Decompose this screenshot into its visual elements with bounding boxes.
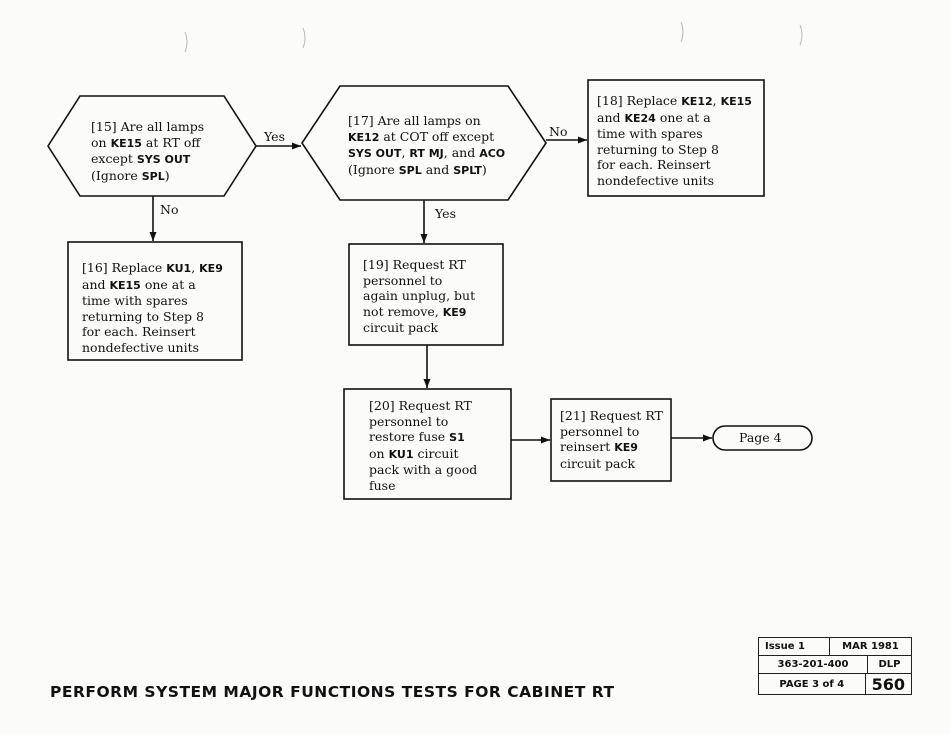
- title-block: Issue 1 MAR 1981 363-201-400 DLP PAGE 3 …: [758, 637, 912, 695]
- step-21-text: [21] Request RT personnel to reinsert KE…: [560, 408, 663, 471]
- step-text-segment: ): [481, 161, 487, 177]
- page-title: PERFORM SYSTEM MAJOR FUNCTIONS TESTS FOR…: [50, 683, 615, 701]
- page-number: PAGE 3 of 4: [759, 674, 866, 694]
- equipment-code: KE15: [720, 95, 752, 108]
- binder-mark: [680, 21, 684, 43]
- step-text-segment: at RT off except: [91, 134, 201, 167]
- step-text-segment: and: [82, 276, 106, 292]
- step-text-segment: circuit pack: [560, 455, 636, 471]
- issue-date: MAR 1981: [842, 641, 899, 652]
- page-4-terminator-label: Page 4: [739, 430, 782, 445]
- equipment-code: SYS OUT: [348, 147, 402, 160]
- equipment-code: KE15: [109, 278, 141, 292]
- equipment-code: SYS OUT: [136, 153, 191, 166]
- step-16-box: [67, 241, 243, 361]
- step-text-segment: Request RT personnel to restore fuse: [369, 398, 472, 444]
- equipment-code: KU1: [166, 262, 192, 275]
- step-text-segment: circuit pack: [363, 320, 439, 335]
- step-18-text: [18] Replace KE12, KE15 and KE24 one at …: [597, 93, 752, 188]
- step-text-segment: Request RT personnel to again unplug, bu…: [363, 257, 476, 319]
- no-label-15: No: [160, 202, 179, 217]
- step-number: [21]: [560, 408, 586, 423]
- step-17-text: [17] Are all lamps on KE12 at COT off ex…: [348, 113, 505, 178]
- equipment-code: KE9: [442, 305, 467, 319]
- binder-mark: [799, 24, 803, 46]
- step-text-segment: Replace: [107, 260, 167, 275]
- step-text-segment: one at a time with spares returning to S…: [82, 276, 204, 355]
- step-number: [17]: [348, 113, 374, 128]
- step-text-segment: one at a time with spares returning to S…: [597, 109, 719, 188]
- step-text-segment: ): [164, 167, 170, 183]
- equipment-code: KE12: [348, 130, 380, 144]
- binder-mark: [184, 31, 188, 53]
- step-15-text: [15] Are all lamps on KE15 at RT off exc…: [91, 119, 204, 184]
- step-text-segment: and: [597, 109, 621, 125]
- step-number: [15]: [91, 119, 117, 134]
- page-4-terminator-shape: [712, 425, 813, 451]
- equipment-code: KE15: [110, 136, 142, 150]
- binder-mark: [302, 27, 306, 49]
- step-text-segment: ,: [191, 260, 200, 275]
- step-text-segment: (Ignore: [348, 161, 395, 177]
- step-16-text: [16] Replace KU1, KE9 and KE15 one at a …: [82, 260, 223, 355]
- step-text-segment: Request RT personnel to reinsert: [560, 408, 663, 454]
- equipment-code: SPLT: [453, 163, 482, 177]
- equipment-code: KU1: [388, 447, 414, 461]
- step-text-segment: Are all lamps on: [91, 119, 205, 150]
- step-text-segment: ,: [712, 93, 721, 108]
- equipment-code: KE9: [614, 441, 638, 454]
- step-20-text: [20] Request RT personnel to restore fus…: [369, 398, 477, 493]
- step-19-text: [19] Request RT personnel to again unplu…: [363, 257, 475, 336]
- step-text-segment: , and: [443, 145, 480, 160]
- equipment-code: RT MJ: [409, 147, 444, 160]
- step-21-box: [550, 398, 672, 482]
- decision-17-shape: [301, 85, 547, 201]
- step-19-box: [348, 243, 504, 346]
- step-text-segment: circuit pack with a good fuse: [369, 445, 478, 493]
- document-number: 363-201-400: [759, 656, 868, 673]
- step-number: [18]: [597, 93, 623, 108]
- step-text-segment: on: [369, 445, 385, 461]
- step-text-segment: ,: [401, 145, 410, 160]
- step-number: [20]: [369, 398, 395, 413]
- step-text-segment: and: [421, 161, 454, 177]
- equipment-code: KE24: [624, 111, 656, 125]
- step-number: [19]: [363, 257, 389, 272]
- step-number: [16]: [82, 260, 108, 275]
- step-text-segment: at COT off except: [383, 128, 495, 144]
- equipment-code: KE9: [199, 262, 223, 275]
- step-18-box: [587, 79, 765, 197]
- step-20-box: [343, 388, 512, 500]
- equipment-code: SPL: [398, 163, 422, 177]
- step-text-segment: Are all lamps on: [377, 113, 481, 128]
- step-text-segment: (Ignore: [91, 167, 138, 183]
- document-type: DLP: [878, 659, 901, 670]
- step-text-segment: Replace: [622, 93, 682, 108]
- dlp-number: 560: [871, 674, 905, 694]
- equipment-code: SPL: [141, 169, 165, 183]
- issue-number: Issue 1: [759, 638, 830, 655]
- no-label-17: No: [549, 124, 568, 139]
- equipment-code: KE12: [681, 95, 713, 108]
- yes-label-17: Yes: [435, 206, 456, 221]
- equipment-code: S1: [449, 431, 465, 444]
- yes-label-15: Yes: [264, 129, 285, 144]
- equipment-code: ACO: [479, 147, 506, 160]
